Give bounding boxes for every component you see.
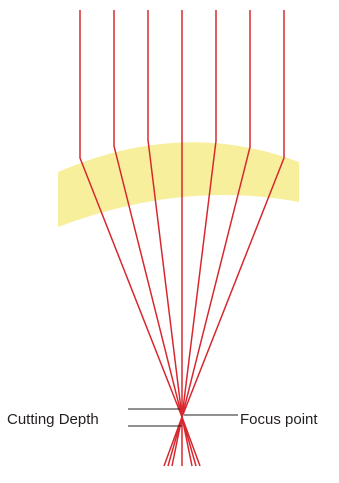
lens-shape <box>58 142 299 227</box>
laser-beam-7 <box>182 10 284 466</box>
focus-point-label: Focus point <box>240 412 318 427</box>
laser-beams <box>80 10 284 466</box>
cutting-depth-leaders <box>128 409 182 426</box>
cutting-depth-label: Cutting Depth <box>7 412 99 427</box>
laser-beam-1 <box>80 10 182 466</box>
